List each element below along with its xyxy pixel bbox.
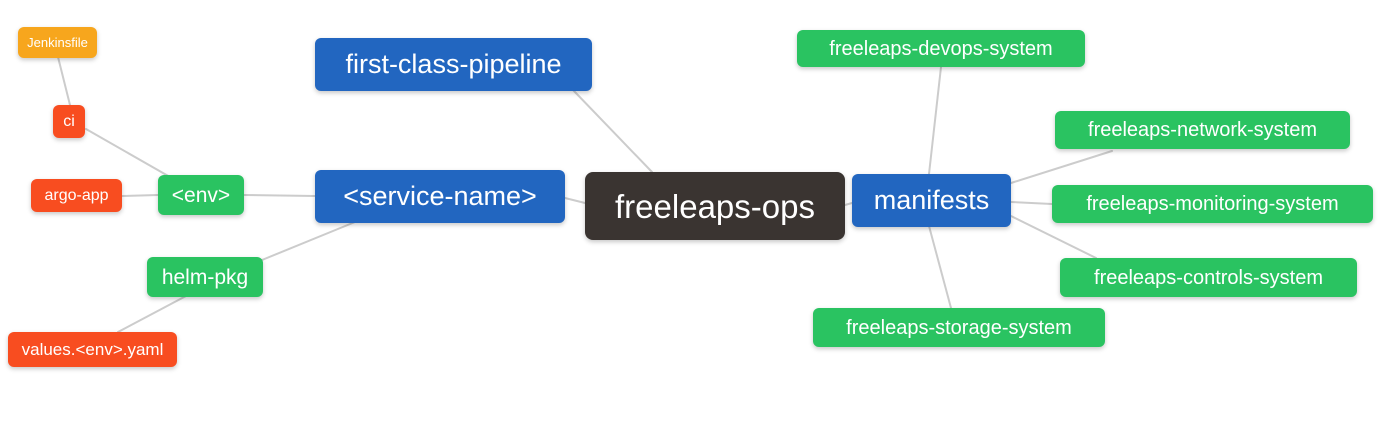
edge-argo-app-env [121,194,159,197]
node-freeleaps-storage-system[interactable]: freeleaps-storage-system [813,308,1105,347]
edge-ci-env [85,128,171,178]
node-argo-app[interactable]: argo-app [31,179,122,212]
edge-manifests-monitoring [1010,201,1053,205]
edge-jenkinsfile-ci [57,56,71,106]
node-manifests[interactable]: manifests [852,174,1011,227]
node-ci[interactable]: ci [53,105,85,138]
node-freeleaps-monitoring-system[interactable]: freeleaps-monitoring-system [1052,185,1373,223]
edge-env-service-name [243,194,316,197]
edge-ops-manifests [844,202,853,206]
edge-manifests-devops [928,66,942,175]
edge-manifests-network [1010,150,1113,184]
node-env[interactable]: <env> [158,175,244,215]
node-service-name[interactable]: <service-name> [315,170,565,223]
node-freeleaps-network-system[interactable]: freeleaps-network-system [1055,111,1350,149]
edge-pipeline-ops [572,89,653,173]
node-jenkinsfile[interactable]: Jenkinsfile [18,27,97,58]
edge-service-name-helm-pkg [261,221,356,261]
node-freeleaps-ops-root[interactable]: freeleaps-ops [585,172,845,240]
edge-service-name-ops [564,197,586,204]
node-freeleaps-devops-system[interactable]: freeleaps-devops-system [797,30,1085,67]
node-values-env-yaml[interactable]: values.<env>.yaml [8,332,177,367]
edge-manifests-storage [928,225,952,309]
edge-values-helm-pkg [117,295,187,333]
node-freeleaps-controls-system[interactable]: freeleaps-controls-system [1060,258,1357,297]
node-first-class-pipeline[interactable]: first-class-pipeline [315,38,592,91]
edge-manifests-controls [1010,215,1097,259]
node-helm-pkg[interactable]: helm-pkg [147,257,263,297]
